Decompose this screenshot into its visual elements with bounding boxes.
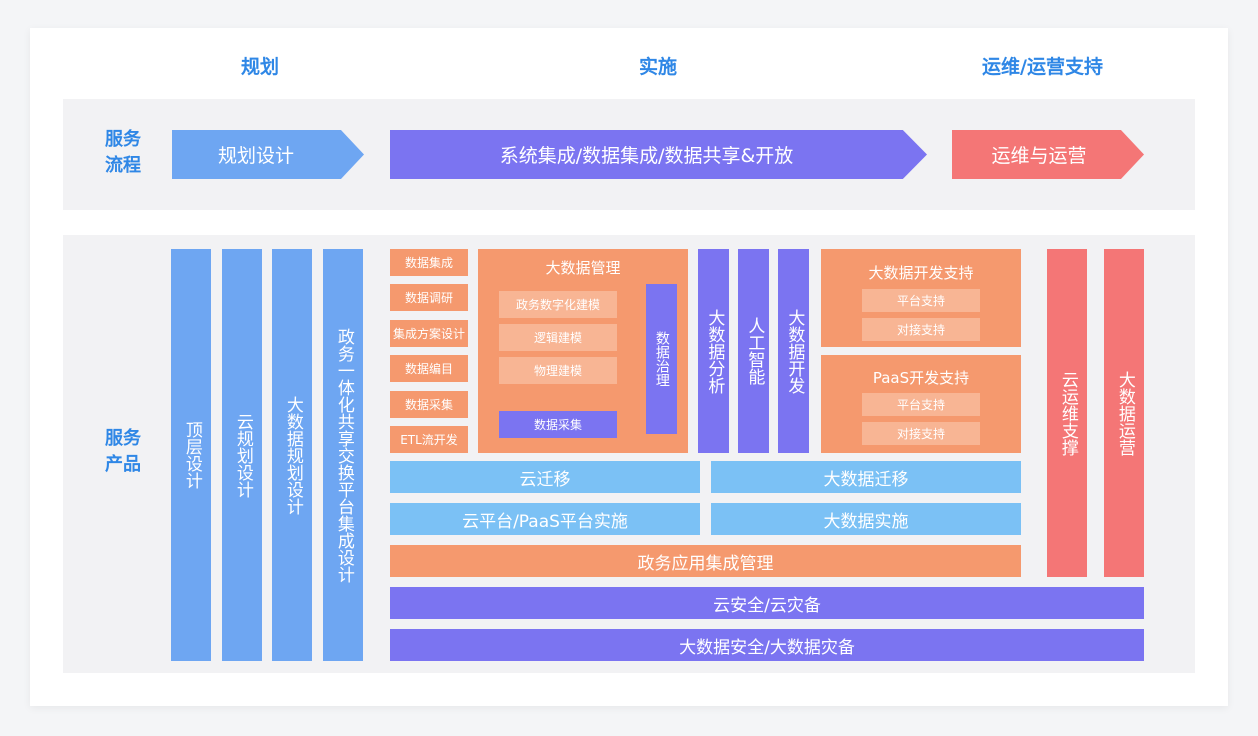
mgmt-governance-col: 数据治理	[646, 284, 677, 434]
dev-support-connect: 对接支持	[862, 318, 980, 341]
phase-implementation: 实施	[638, 56, 677, 78]
mgmt-item-logic-modeling: 逻辑建模	[499, 324, 617, 351]
data-item-research: 数据调研	[390, 284, 468, 311]
planning-col-cloud-design: 云规划设计	[222, 249, 262, 661]
dev-support-title: 大数据开发支持	[868, 264, 974, 282]
col-bigdata-analysis: 大数据分析	[698, 249, 729, 453]
row-label-process: 服务 流程	[105, 129, 141, 176]
col-bigdata-dev: 大数据开发	[778, 249, 809, 453]
process-arrow-planning: 规划设计	[172, 130, 364, 179]
data-item-etl: ETL流开发	[390, 426, 468, 453]
bar-bigdata-security: 大数据安全/大数据灾备	[390, 629, 1144, 661]
bar-cloud-migration: 云迁移	[390, 461, 700, 493]
bar-bigdata-migration: 大数据迁移	[711, 461, 1021, 493]
data-item-catalog: 数据编目	[390, 355, 468, 382]
bar-gov-app-integration: 政务应用集成管理	[390, 545, 1021, 577]
phase-planning: 规划	[240, 56, 279, 78]
mgmt-item-data-collect: 数据采集	[499, 411, 617, 438]
bar-cloud-paas-impl: 云平台/PaaS平台实施	[390, 503, 700, 535]
data-item-plan-design: 集成方案设计	[390, 320, 468, 347]
col-bigdata-operations: 大数据运营	[1104, 249, 1144, 577]
col-ai: 人工智能	[738, 249, 769, 453]
row-label-product: 服务 产品	[105, 428, 141, 475]
planning-col-exchange-platform: 政务一体化共享交换平台集成设计	[323, 249, 363, 661]
paas-support-platform: 平台支持	[862, 393, 980, 416]
data-item-collection: 数据采集	[390, 391, 468, 418]
bar-cloud-security: 云安全/云灾备	[390, 587, 1144, 619]
mgmt-item-physical-modeling: 物理建模	[499, 357, 617, 384]
paas-support-title: PaaS开发支持	[872, 369, 970, 387]
process-arrow-operations: 运维与运营	[952, 130, 1144, 179]
dev-support-platform: 平台支持	[862, 289, 980, 312]
process-arrow-integration: 系统集成/数据集成/数据共享&开放	[390, 130, 927, 179]
col-cloud-ops: 云运维支撑	[1047, 249, 1087, 577]
bigdata-mgmt-title: 大数据管理	[545, 259, 621, 277]
data-item-integration: 数据集成	[390, 249, 468, 276]
planning-col-bigdata-design: 大数据规划设计	[272, 249, 312, 661]
planning-col-top-design: 顶层设计	[171, 249, 211, 661]
bar-bigdata-impl: 大数据实施	[711, 503, 1021, 535]
paas-support-connect: 对接支持	[862, 422, 980, 445]
mgmt-item-gov-modeling: 政务数字化建模	[499, 291, 617, 318]
phase-operations: 运维/运营支持	[982, 56, 1103, 78]
